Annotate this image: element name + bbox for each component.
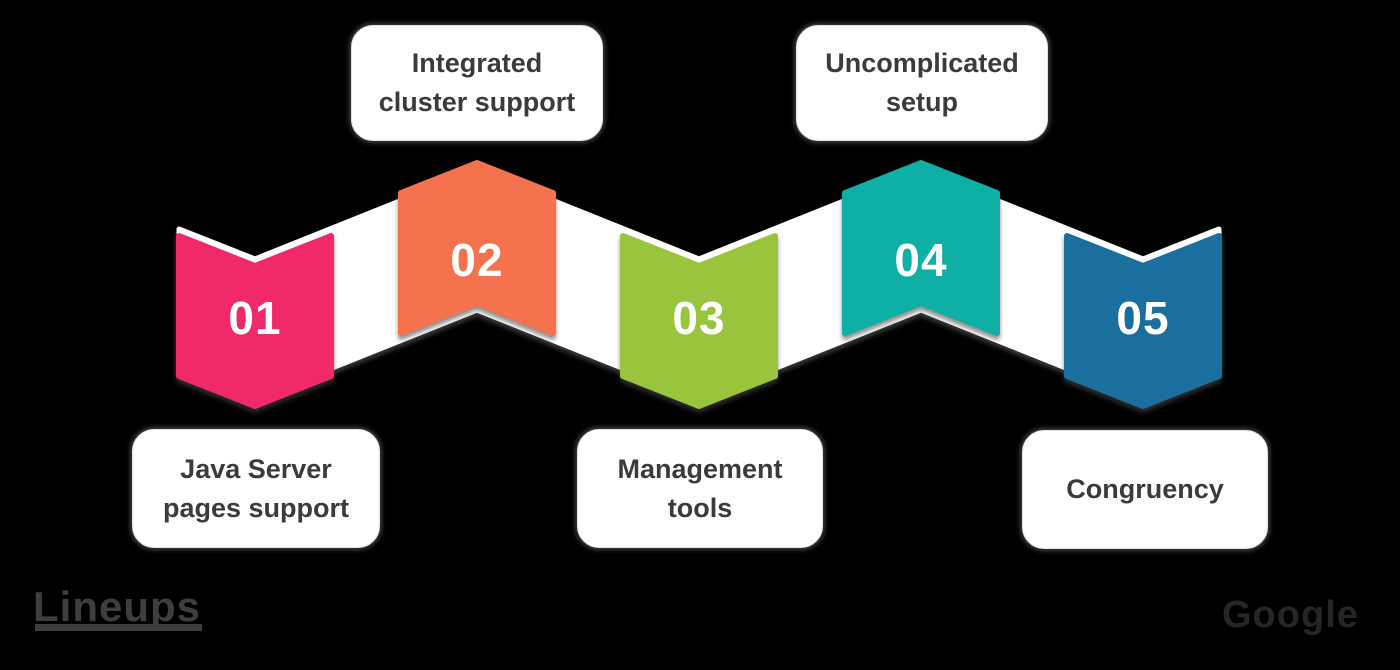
chevron-5-number: 05: [1116, 292, 1169, 344]
label-card-uncomplicated-setup: Uncomplicated setup: [796, 25, 1048, 141]
card-line: Uncomplicated: [825, 48, 1019, 78]
card-line: Integrated: [411, 48, 543, 78]
label-card-integrated-cluster-support: Integrated cluster support: [351, 25, 603, 141]
chevron-3-shape: [620, 233, 778, 409]
card-line: tools: [667, 492, 733, 523]
chevron-2-number: 02: [450, 234, 503, 286]
card-line: Management: [617, 453, 783, 484]
footer-right-logo: Google: [1222, 594, 1359, 636]
label-card-java-server-pages-support: Java Server pages support: [132, 429, 380, 548]
card-line: Congruency: [1066, 474, 1224, 504]
chevron-3-number: 03: [672, 292, 725, 344]
footer-left-logo-underline: [35, 624, 202, 631]
footer-left-logo: Lineups: [33, 583, 202, 630]
card-line: Java Server: [180, 453, 332, 484]
card-line: pages support: [162, 492, 350, 523]
card-line: cluster support: [378, 87, 576, 117]
chevron-1-shape: [176, 233, 334, 409]
label-card-management-tools: Management tools: [577, 429, 823, 548]
label-card-congruency: Congruency: [1022, 430, 1268, 549]
chevron-5-shape: [1064, 233, 1222, 409]
chevron-2-shape: [398, 160, 556, 336]
card-line: setup: [885, 87, 958, 117]
chevron-4-shape: [842, 160, 1000, 336]
chevron-1-number: 01: [228, 292, 281, 344]
chevron-4-number: 04: [894, 234, 947, 286]
